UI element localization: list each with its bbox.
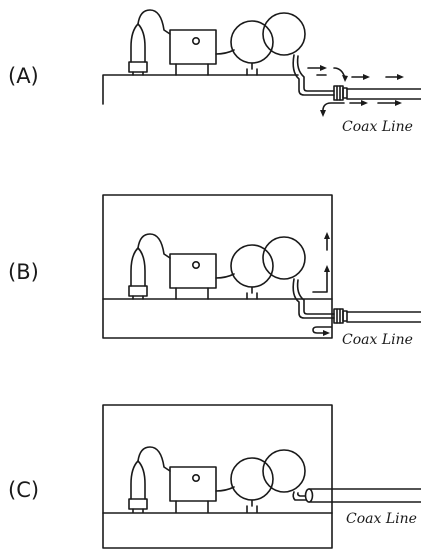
panel-c-coax-jumper	[292, 491, 307, 501]
panel-a-connector	[333, 85, 348, 101]
panel-a: (A)	[8, 9, 421, 135]
panel-c-label: (C)	[8, 478, 39, 502]
panel-a-caption: Coax Line	[342, 119, 413, 135]
panel-b-connector	[333, 308, 348, 324]
panel-a-label: (A)	[8, 64, 39, 88]
panel-b: (B) Coax Line	[8, 194, 421, 348]
panel-a-current-arrows	[307, 65, 404, 117]
panel-a-chassis	[102, 74, 299, 105]
panel-b-coax-jumper	[292, 278, 335, 319]
panel-c-enclosure	[102, 404, 333, 549]
panel-a-coax-line	[346, 88, 421, 100]
panel-b-coax-line	[346, 311, 421, 323]
panel-a-coax-jumper	[292, 54, 335, 96]
panel-a-equipment	[128, 9, 306, 76]
panel-b-current-arrows	[312, 232, 332, 336]
panel-b-enclosure	[102, 194, 333, 339]
panel-b-equipment	[128, 233, 306, 300]
panel-b-caption: Coax Line	[342, 332, 413, 348]
panel-c-coax-line	[304, 488, 421, 503]
panel-c: (C) Coax Line	[8, 404, 421, 549]
panel-b-label: (B)	[8, 260, 39, 284]
panel-c-equipment	[128, 446, 306, 513]
panel-c-caption: Coax Line	[346, 511, 417, 527]
